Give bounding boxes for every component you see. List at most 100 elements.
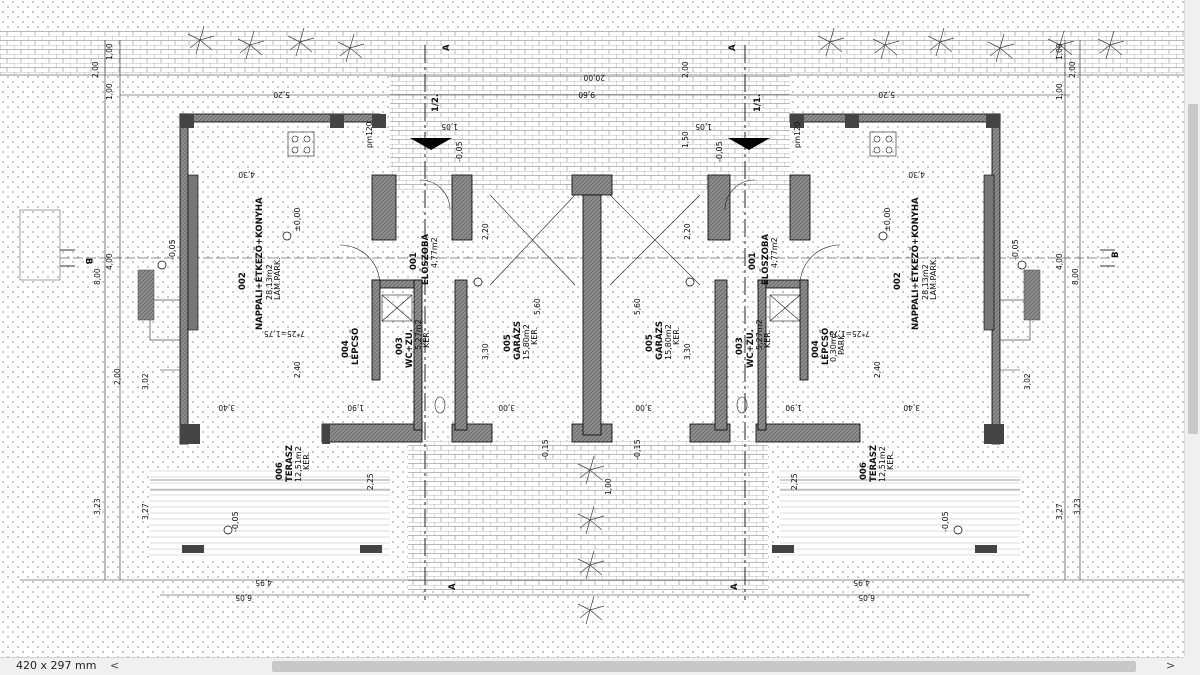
stair-floor-right: PARK.: [837, 332, 846, 355]
terrace-number-left: 006: [275, 462, 285, 480]
living-number-right: 002: [893, 272, 903, 290]
front-paving: [408, 440, 768, 590]
plant-row-right: [817, 27, 1125, 63]
hall-name-right: ELŐSZOBA: [760, 234, 771, 285]
wc-area-right: 5,27m2: [755, 319, 764, 350]
living-area-left: 28,13m2: [265, 264, 274, 300]
wc-floor-right: KER.: [763, 330, 772, 348]
dim-1-90-left: 1,90: [347, 403, 364, 412]
stair-area-right: 0,30m2: [829, 331, 838, 362]
terrace-steps: [19, 209, 1041, 491]
wc-area-left: 5,27m2: [414, 319, 423, 350]
dim-4-95-right: 4,95: [853, 578, 870, 587]
living-area-right: 28,13m2: [921, 264, 930, 300]
dim-3-23-left: 3,23: [93, 498, 102, 515]
living-name-left: NAPPALI+ÉTKEZŐ+KONYHA: [253, 197, 265, 330]
floor-plan-drawing: A A A A B B 1/2. 1/1. 002 NAPPALI+ÉTKEZŐ…: [0, 0, 1184, 657]
dim-5-20-right: 5,20: [878, 90, 895, 99]
wc-number-right: 003: [735, 337, 745, 355]
fixtures: [149, 131, 1031, 414]
hall-number-right: 001: [748, 252, 758, 270]
level-minus015-left: -0,15: [541, 439, 550, 460]
section-a-bottom-left: A: [448, 583, 458, 590]
dimension-labels: 20,00 9,60 5,20 5,20 4,30 4,30 2,00 2,00…: [91, 43, 1082, 602]
wc-number-left: 003: [395, 337, 405, 355]
terrace-floor-right: KER.: [886, 452, 895, 470]
scrollbar-corner: [1184, 657, 1200, 675]
room-labels: 002 NAPPALI+ÉTKEZŐ+KONYHA 28,13m2 LAM.PA…: [238, 197, 938, 482]
scroll-left-button[interactable]: <: [110, 659, 120, 672]
dim-1-00-b: 1,00: [105, 43, 114, 60]
section-mark-labels: A A A A B B 1/2. 1/1.: [83, 44, 1121, 590]
dim-1-90-right: 1,90: [785, 403, 802, 412]
terrace-floor-left: KER.: [302, 452, 311, 470]
unit-label-right: 1/1.: [753, 94, 763, 112]
level-minus005-entry-left: -0,05: [455, 141, 464, 162]
dim-pm120-right: pm120: [793, 121, 802, 148]
dim-1-05-right: 1,05: [695, 122, 712, 131]
dim-2-25-left: 2,25: [366, 473, 375, 490]
dim-2-25-right: 2,25: [790, 473, 799, 490]
dim-stairs-left: 7*25=1,75: [264, 329, 305, 338]
drawing-viewport[interactable]: A A A A B B 1/2. 1/1. 002 NAPPALI+ÉTKEZŐ…: [0, 0, 1184, 657]
garage-number-left: 005: [503, 334, 513, 352]
horizontal-scroll-thumb[interactable]: [272, 661, 1136, 672]
dim-3-40-right: 3,40: [903, 403, 920, 412]
driveway-paving: [390, 30, 790, 190]
living-floor-left: LAM.PARK.: [273, 257, 282, 300]
dim-pm120-left: pm120: [365, 121, 374, 148]
wc-name-left: WC+ZU.: [405, 329, 415, 368]
dim-3-02-left: 3,02: [141, 373, 150, 390]
plant-column-center: [577, 455, 605, 625]
entry-markers: [410, 138, 770, 150]
living-floor-right: LAM.PARK.: [929, 257, 938, 300]
terrace-area-right: 12,51m2: [878, 446, 887, 482]
section-a-top-right: A: [728, 44, 738, 51]
vertical-scroll-thumb[interactable]: [1188, 104, 1198, 434]
level-zero-right: ±0,00: [883, 207, 892, 232]
level-minus005-right: -0,05: [1011, 239, 1020, 260]
dim-4-30-left: 4,30: [238, 170, 255, 179]
dim-4-00-right: 4,00: [1055, 253, 1064, 270]
section-lines: [424, 45, 746, 600]
garage-name-right: GARÁZS: [653, 321, 665, 360]
garage-area-left: 15,80m2: [522, 324, 531, 360]
dim-3-23-right: 3,23: [1073, 498, 1082, 515]
level-minus005-terrace-right: -0,05: [941, 511, 950, 532]
dim-2-40-right: 2,40: [873, 361, 882, 378]
level-markers: [157, 231, 1027, 535]
dim-9-60: 9,60: [578, 90, 595, 99]
horizontal-scrollbar[interactable]: [124, 661, 1162, 672]
garage-floor-right: KER.: [672, 327, 681, 345]
scroll-right-button[interactable]: >: [1166, 659, 1176, 672]
dim-8-00-left: 8,00: [93, 268, 102, 285]
plant-row-left: [187, 25, 365, 63]
section-b-left: B: [83, 258, 93, 264]
level-zero-left: ±0,00: [293, 207, 302, 232]
dim-3-40-left: 3,40: [218, 403, 235, 412]
terrace-name-left: TERASZ: [285, 445, 295, 482]
living-name-right: NAPPALI+ÉTKEZŐ+KONYHA: [909, 197, 921, 330]
wc-name-right: WC+ZU.: [746, 329, 756, 368]
garage-name-left: GARÁZS: [511, 321, 523, 360]
dim-3-30-left: 3,30: [481, 343, 490, 360]
garage-floor-left: KER.: [530, 327, 539, 345]
terrace-name-right: TERASZ: [869, 445, 879, 482]
dim-1-00-c: 1,00: [1055, 83, 1064, 100]
level-minus015-right: -0,15: [633, 439, 642, 460]
dim-5-60-right: 5,60: [633, 298, 642, 315]
dim-3-27-left: 3,27: [141, 503, 150, 520]
dim-5-60-left: 5,60: [533, 298, 542, 315]
dim-2-40-left: 2,40: [293, 361, 302, 378]
vertical-scrollbar[interactable]: [1184, 0, 1200, 657]
dim-6-05-left: 6,05: [235, 593, 252, 602]
dim-4-95-left: 4,95: [255, 578, 272, 587]
dim-3-27-right: 3,27: [1055, 503, 1064, 520]
wc-floor-left: KER.: [422, 330, 431, 348]
garage-number-right: 005: [645, 334, 655, 352]
dim-4-30-right: 4,30: [908, 170, 925, 179]
hall-number-left: 001: [409, 252, 419, 270]
level-minus005-left: -0,05: [168, 239, 177, 260]
dim-4-00-left: 4,00: [105, 253, 114, 270]
living-number-left: 002: [238, 272, 248, 290]
